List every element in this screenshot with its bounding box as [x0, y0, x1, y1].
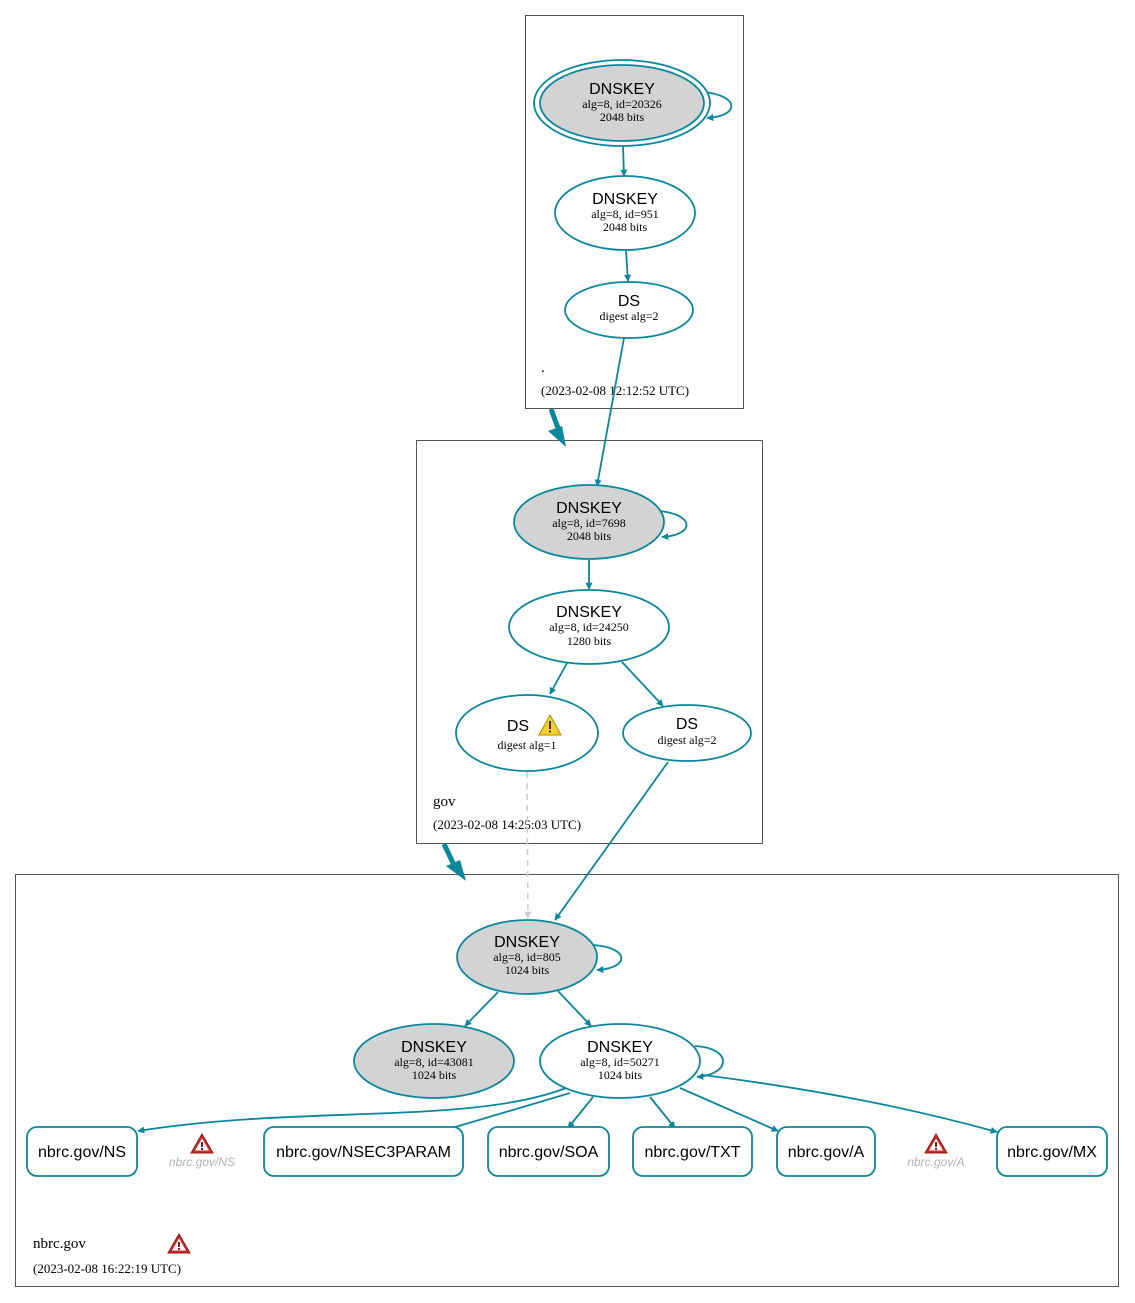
node-detail: 1024 bits: [505, 963, 550, 977]
edge-zsk-to-nsec3param: [441, 1092, 571, 1133]
node-detail: 2048 bits: [603, 220, 648, 234]
node-title: DS: [676, 716, 698, 733]
warning-icon: [538, 713, 562, 736]
rrset-mx[interactable]: nbrc.gov/MX: [996, 1126, 1108, 1177]
rrset-nsec3param[interactable]: nbrc.gov/NSEC3PARAM: [263, 1126, 464, 1177]
node-gov-ds-alg1[interactable]: DS digest alg=1: [455, 694, 599, 772]
node-detail: 2048 bits: [567, 529, 612, 543]
node-gov-zsk[interactable]: DNSKEY alg=8, id=24250 1280 bits: [508, 589, 670, 665]
zone-nbrc-box: [15, 874, 1119, 1287]
rrset-label: nbrc.gov/A: [788, 1144, 865, 1161]
edge-gov-zsk-to-ds2: [621, 661, 664, 707]
node-detail: 2048 bits: [600, 110, 645, 124]
ghost-label: nbrc.gov/NS: [169, 1155, 235, 1169]
zone-nbrc: nbrc.gov (2023-02-08 16:22:19 UTC): [15, 874, 1119, 1287]
edge-root-ksk-to-zsk: [620, 145, 628, 177]
ghost-a: nbrc.gov/A: [907, 1133, 965, 1169]
node-title: DNSKEY: [587, 1039, 653, 1056]
edge-gov-ksk-self: [659, 510, 688, 541]
error-icon: [924, 1133, 948, 1154]
edge-zsk-to-txt: [649, 1096, 676, 1129]
node-detail: alg=8, id=7698: [552, 516, 626, 530]
zone-root-box: [525, 15, 744, 409]
edge-root-ds-to-gov-ksk: [594, 337, 625, 487]
edge-root-zsk-to-ds: [624, 250, 632, 282]
node-detail: alg=8, id=805: [493, 950, 561, 964]
node-title: DNSKEY: [494, 934, 560, 951]
node-detail: digest alg=2: [599, 309, 658, 323]
node-root-ds[interactable]: DS digest alg=2: [564, 281, 694, 339]
node-nbrc-ksk[interactable]: DNSKEY alg=8, id=805 1024 bits: [456, 919, 598, 995]
node-nbrc-key-43081[interactable]: DNSKEY alg=8, id=43081 1024 bits: [353, 1023, 515, 1099]
edge-root-ksk-self: [703, 91, 733, 122]
zone-nbrc-name: nbrc.gov: [33, 1236, 86, 1252]
edge-gov-ds2-to-nbrc-ksk: [554, 761, 669, 921]
node-gov-ds-alg2[interactable]: DS digest alg=2: [622, 704, 752, 762]
node-title: DNSKEY: [556, 500, 622, 517]
edge-gov-zsk-to-ds1: [549, 662, 568, 695]
delegation-root-to-gov: [548, 408, 566, 447]
node-gov-ksk[interactable]: DNSKEY alg=8, id=7698 2048 bits: [513, 484, 665, 560]
error-icon: [167, 1233, 191, 1254]
node-root-zsk[interactable]: DNSKEY alg=8, id=951 2048 bits: [554, 175, 696, 251]
rrset-label: nbrc.gov/TXT: [644, 1144, 740, 1161]
rrset-label: nbrc.gov/NSEC3PARAM: [276, 1144, 451, 1161]
node-title: DNSKEY: [592, 191, 658, 208]
node-detail: alg=8, id=50271: [580, 1055, 660, 1069]
node-detail: 1280 bits: [567, 634, 612, 648]
rrset-ns[interactable]: nbrc.gov/NS: [26, 1126, 138, 1177]
edge-nbrc-ksk-to-43081: [464, 991, 499, 1027]
node-detail: digest alg=2: [657, 733, 716, 747]
rrset-a[interactable]: nbrc.gov/A: [776, 1126, 876, 1177]
edge-zsk-to-soa: [567, 1096, 594, 1129]
edge-nbrc-ksk-to-zsk: [557, 990, 592, 1027]
zone-root-name: .: [541, 360, 545, 376]
node-title: DNSKEY: [556, 604, 622, 621]
zone-gov: gov (2023-02-08 14:25:03 UTC): [416, 440, 763, 844]
zone-gov-box: [416, 440, 763, 844]
node-detail: alg=8, id=43081: [394, 1055, 474, 1069]
node-root-ksk[interactable]: DNSKEY alg=8, id=20326 2048 bits: [533, 59, 711, 147]
node-detail: alg=8, id=24250: [549, 620, 629, 634]
node-nbrc-zsk[interactable]: DNSKEY alg=8, id=50271 1024 bits: [539, 1023, 701, 1099]
node-title: DS: [507, 718, 529, 735]
error-icon: [190, 1133, 214, 1154]
node-detail: 1024 bits: [412, 1068, 457, 1082]
rrset-label: nbrc.gov/SOA: [499, 1144, 599, 1161]
rrset-label: nbrc.gov/MX: [1007, 1144, 1097, 1161]
edge-zsk-to-mx: [702, 1074, 998, 1134]
zone-nbrc-timestamp: (2023-02-08 16:22:19 UTC): [33, 1261, 181, 1276]
edge-zsk-to-a: [679, 1087, 779, 1132]
ghost-ns: nbrc.gov/NS: [169, 1133, 235, 1169]
node-detail: alg=8, id=20326: [582, 97, 662, 111]
node-title: DNSKEY: [589, 81, 655, 98]
zone-gov-name: gov: [433, 794, 456, 810]
rrset-soa[interactable]: nbrc.gov/SOA: [487, 1126, 610, 1177]
node-detail: digest alg=1: [497, 738, 556, 752]
zone-gov-timestamp: (2023-02-08 14:25:03 UTC): [433, 817, 581, 832]
delegation-gov-to-nbrc: [441, 842, 466, 881]
edge-zsk-to-ns: [137, 1087, 567, 1134]
rrset-txt[interactable]: nbrc.gov/TXT: [632, 1126, 753, 1177]
edge-gov-ds1-to-nbrc-ksk: [524, 771, 532, 919]
ghost-label: nbrc.gov/A: [907, 1155, 964, 1169]
node-title: DNSKEY: [401, 1039, 467, 1056]
node-detail: 1024 bits: [598, 1068, 643, 1082]
node-detail: alg=8, id=951: [591, 207, 659, 221]
edge-nbrc-ksk-self: [593, 944, 623, 974]
rrset-label: nbrc.gov/NS: [38, 1144, 126, 1161]
node-title: DS: [618, 293, 640, 310]
edges: [137, 91, 998, 1134]
